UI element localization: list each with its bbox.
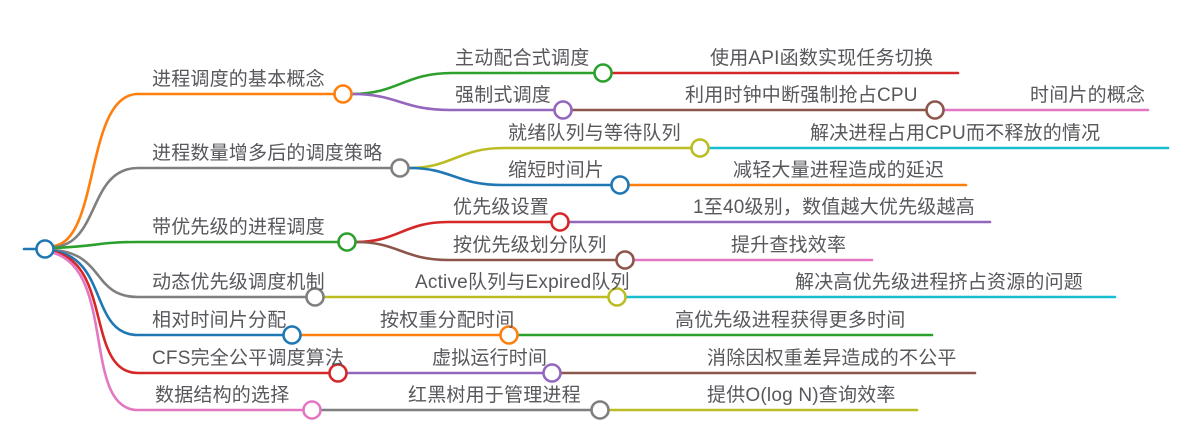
node-circle-b2-1[interactable] [690, 138, 710, 158]
node-circle-b7[interactable] [302, 400, 322, 420]
node-label-b7[interactable]: 数据结构的选择 [155, 385, 290, 406]
node-label-b4[interactable]: 动态优先级调度机制 [152, 272, 325, 293]
link-b7 [52, 251, 305, 412]
node-label-b5-1-1[interactable]: 高优先级进程获得更多时间 [675, 310, 906, 331]
node-circle-b4-1[interactable] [607, 287, 627, 307]
link-b2-1 [407, 146, 693, 170]
node-circle-b1-2[interactable] [553, 100, 573, 120]
node-label-b5[interactable]: 相对时间片分配 [152, 310, 287, 331]
node-label-b2[interactable]: 进程数量增多后的调度策略 [152, 143, 383, 164]
node-label-b4-1-1[interactable]: 解决高优先级进程挤占资源的问题 [795, 272, 1084, 293]
node-label-b2-2-1[interactable]: 减轻大量进程造成的延迟 [733, 160, 945, 181]
node-circle-b5-1[interactable] [499, 325, 519, 345]
node-label-b2-2[interactable]: 缩短时间片 [508, 160, 605, 181]
node-label-b3-2-1[interactable]: 提升查找效率 [731, 235, 847, 256]
node-label-b3-1-1[interactable]: 1至40级别，数值越大优先级越高 [693, 197, 975, 218]
node-label-b2-1-1[interactable]: 解决进程占用CPU而不释放的情况 [810, 123, 1101, 144]
link-b6 [52, 250, 331, 375]
link-b4 [52, 248, 308, 299]
node-label-b6-1[interactable]: 虚拟运行时间 [432, 348, 548, 369]
node-circle-b1-2-1[interactable] [925, 100, 945, 120]
node-circle-b7-1[interactable] [590, 400, 610, 420]
node-label-b1[interactable]: 进程调度的基本概念 [152, 69, 325, 90]
node-circle-root[interactable] [35, 239, 55, 259]
node-circle-b6[interactable] [328, 363, 348, 383]
node-label-b3-1[interactable]: 优先级设置 [453, 197, 550, 218]
node-label-b1-1[interactable]: 主动配合式调度 [455, 48, 590, 69]
node-label-b1-2-1-1[interactable]: 时间片的概念 [1030, 85, 1146, 106]
node-label-b3[interactable]: 带优先级的进程调度 [152, 217, 325, 238]
node-label-b2-1[interactable]: 就绪队列与等待队列 [508, 123, 681, 144]
node-circle-b2-2[interactable] [610, 175, 630, 195]
node-label-b5-1[interactable]: 按权重分配时间 [380, 310, 515, 331]
link-b3-1 [354, 220, 553, 244]
node-label-b1-1-1[interactable]: 使用API函数实现任务切换 [710, 48, 934, 69]
node-circle-b4[interactable] [305, 287, 325, 307]
node-label-b1-2[interactable]: 强制式调度 [455, 85, 552, 106]
link-b3-2 [354, 240, 618, 262]
node-circle-b3[interactable] [337, 232, 357, 252]
node-circle-b5[interactable] [282, 325, 302, 345]
link-b3 [52, 240, 340, 250]
node-label-b7-1[interactable]: 红黑树用于管理进程 [408, 385, 581, 406]
node-circle-b6-1[interactable] [542, 363, 562, 383]
node-circle-b1[interactable] [333, 84, 353, 104]
link-b2 [52, 166, 393, 249]
link-b1-1 [350, 71, 596, 96]
node-circle-b3-2[interactable] [615, 250, 635, 270]
link-b2-2 [407, 166, 613, 187]
link-b1-2 [350, 92, 556, 112]
node-label-b7-1-1[interactable]: 提供O(log N)查询效率 [707, 385, 896, 406]
node-circle-b3-1[interactable] [550, 212, 570, 232]
node-label-b4-1[interactable]: Active队列与Expired队列 [415, 272, 630, 293]
link-b1 [52, 92, 336, 248]
node-circle-b1-1[interactable] [593, 63, 613, 83]
node-label-b1-2-1[interactable]: 利用时钟中断强制抢占CPU [685, 85, 918, 106]
node-label-b6[interactable]: CFS完全公平调度算法 [152, 348, 345, 369]
node-label-b6-1-1[interactable]: 消除因权重差异造成的不公平 [707, 348, 957, 369]
link-b5 [52, 249, 285, 337]
node-label-b3-2[interactable]: 按优先级划分队列 [453, 235, 607, 256]
node-circle-b2[interactable] [390, 158, 410, 178]
